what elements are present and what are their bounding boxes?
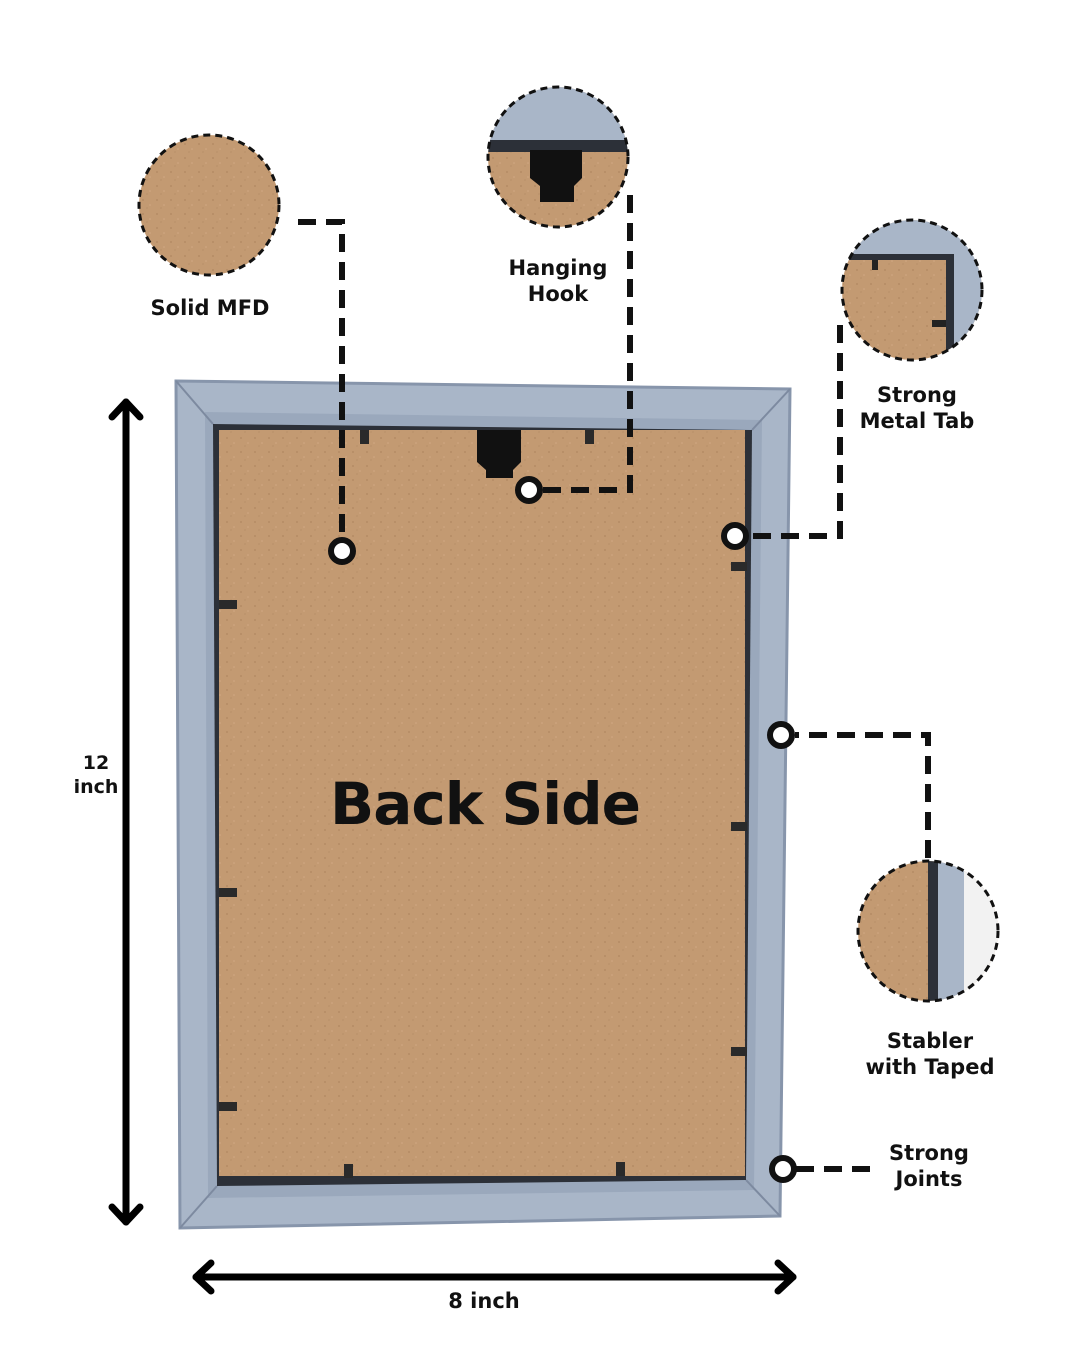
label-metal-tab: Strong Metal Tab	[817, 382, 1017, 435]
label-stabler-line-1: Stabler	[886, 1029, 974, 1053]
height-dimension-label: 12 inch	[36, 752, 156, 800]
label-hanging-hook-line-2: Hook	[527, 282, 589, 307]
callout-markers	[328, 476, 797, 1183]
miter-joint-bottom-left	[179, 1185, 218, 1229]
height-unit: inch	[73, 775, 119, 798]
marker-tab	[721, 522, 749, 550]
label-stabler-line-2: with Taped	[865, 1055, 995, 1080]
zoom-hanging-hook	[486, 85, 630, 229]
miter-joint-top-left	[175, 380, 214, 425]
label-solid-mfd-line: Solid MFD	[150, 296, 270, 320]
width-dimension-label: 8 inch	[424, 1288, 544, 1314]
width-value: 8 inch	[448, 1289, 520, 1313]
label-joints: Strong Joints	[829, 1140, 1029, 1193]
leader-line-tab	[748, 325, 843, 539]
back-side-title: Back Side	[330, 770, 641, 838]
leader-line-hook	[541, 195, 633, 493]
marker-stabler	[767, 721, 795, 749]
label-hanging-hook: Hanging Hook	[458, 255, 658, 308]
miter-joint-top-right	[751, 388, 791, 431]
marker-hook	[515, 476, 543, 504]
miter-joint-bottom-right	[745, 1179, 781, 1217]
height-dimension-arrow	[108, 398, 144, 1226]
marker-mfd	[328, 537, 356, 565]
frame-back	[174, 379, 792, 1230]
metal-tabs	[219, 430, 747, 1178]
label-solid-mfd: Solid MFD	[110, 295, 310, 321]
label-metal-tab-line-2: Metal Tab	[859, 409, 975, 434]
marker-joints	[769, 1155, 797, 1183]
width-dimension-arrow	[192, 1259, 797, 1295]
leader-line-stabler	[795, 732, 931, 858]
label-joints-line-2: Joints	[895, 1167, 963, 1192]
leader-lines	[298, 195, 931, 1172]
height-value: 12	[82, 752, 110, 774]
mdf-board	[219, 430, 745, 1176]
label-joints-line-1: Strong	[889, 1141, 969, 1165]
label-hanging-hook-line-1: Hanging	[508, 256, 608, 280]
zoom-solid-mfd	[137, 133, 281, 277]
zoom-stabler	[856, 859, 1000, 1003]
hanging-hook	[477, 430, 521, 478]
label-metal-tab-line-1: Strong	[877, 383, 957, 407]
label-stabler: Stabler with Taped	[830, 1028, 1030, 1081]
zoom-metal-tab	[840, 218, 984, 362]
leader-line-mfd	[298, 219, 345, 538]
